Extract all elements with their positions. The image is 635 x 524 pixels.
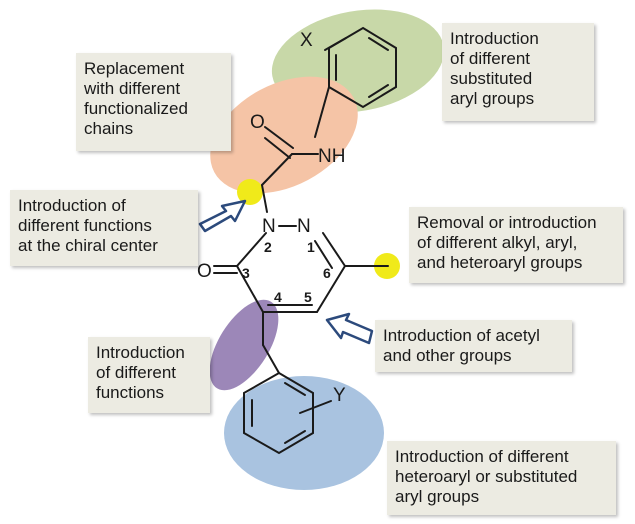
ring-number-3: 3 xyxy=(242,265,250,281)
n2-atom-label: N xyxy=(262,216,276,237)
x-substituent-label: X xyxy=(300,30,313,51)
ring-number-6: 6 xyxy=(323,265,331,281)
replacement-chains-label: Replacement with different functionalize… xyxy=(76,53,231,151)
heteroaryl-label: Introduction of different heteroaryl or … xyxy=(387,441,616,515)
amide-nh-label: NH xyxy=(318,146,345,167)
aryl-bottom-zone xyxy=(224,376,384,490)
chiral-center-dot xyxy=(237,179,263,205)
keto-oxygen-label: O xyxy=(197,261,212,282)
acetyl-label: Introduction of acetyl and other groups xyxy=(375,320,572,372)
ring-number-1: 1 xyxy=(307,239,315,255)
benzyl-zone xyxy=(209,299,279,391)
ring-number-2: 2 xyxy=(264,239,272,255)
n1-atom-label: N xyxy=(297,216,311,237)
bottom-phenyl-ring xyxy=(243,371,314,455)
alkyl-aryl-label: Removal or introduction of different alk… xyxy=(409,207,623,283)
ring-number-5: 5 xyxy=(304,289,312,305)
functions-label: Introduction of different functions xyxy=(88,337,210,413)
chiral-center-arrow xyxy=(198,199,247,233)
amide-oxygen-label: O xyxy=(250,112,265,133)
chain-zone xyxy=(210,76,358,194)
y-substituent-label: Y xyxy=(333,385,346,406)
ring-number-4: 4 xyxy=(274,289,282,305)
acetyl-arrow xyxy=(325,312,374,345)
aryl-groups-top-label: Introduction of different substituted ar… xyxy=(442,23,594,121)
chiral-center-label: Introduction of different functions at t… xyxy=(10,190,198,266)
